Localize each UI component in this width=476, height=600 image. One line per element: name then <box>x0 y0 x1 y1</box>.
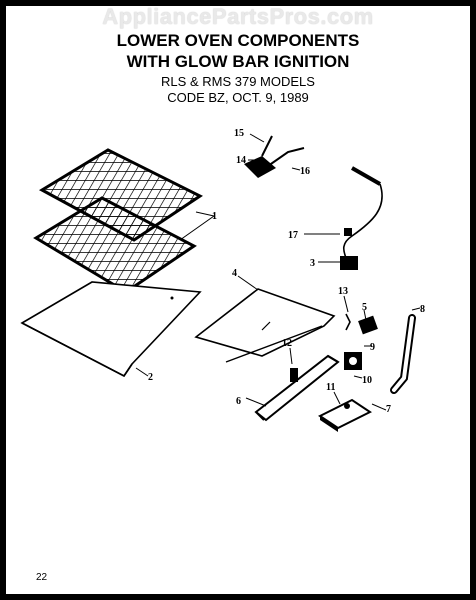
burner-baffle <box>194 288 336 363</box>
callout-3: 3 <box>310 258 315 269</box>
gas-pipe <box>390 314 416 394</box>
oven-bottom-panel <box>20 281 202 378</box>
callout-1: 1 <box>212 211 217 222</box>
callout-16: 16 <box>300 166 310 177</box>
callout-9: 9 <box>370 342 375 353</box>
oven-rack-lower <box>33 196 197 294</box>
igniter-connector <box>244 135 305 178</box>
callout-4: 4 <box>232 268 237 279</box>
title-line-4: CODE BZ, OCT. 9, 1989 <box>167 90 309 105</box>
callout-5: 5 <box>362 302 367 313</box>
callout-17: 17 <box>288 230 298 241</box>
title-line-2: WITH GLOW BAR IGNITION <box>126 52 350 71</box>
watermark: AppliancePartsPros.com <box>102 4 374 29</box>
callout-11: 11 <box>326 382 335 393</box>
page-number: 22 <box>36 572 48 583</box>
leader-lines <box>135 133 421 411</box>
callout-6: 6 <box>236 396 241 407</box>
callout-7: 7 <box>386 404 391 415</box>
callout-2: 2 <box>148 372 153 383</box>
callout-10: 10 <box>362 375 372 386</box>
title-line-3: RLS & RMS 379 MODELS <box>161 74 315 89</box>
title-line-1: LOWER OVEN COMPONENTS <box>116 31 360 50</box>
thermostat-bracket <box>318 398 372 432</box>
orifice-part <box>290 368 298 382</box>
burner-tube <box>254 354 340 422</box>
callout-15: 15 <box>234 128 244 139</box>
callout-13: 13 <box>338 286 348 297</box>
glow-bar-igniter <box>340 166 383 270</box>
valve-assembly <box>344 313 378 370</box>
callout-12: 12 <box>282 338 292 349</box>
callout-14: 14 <box>236 155 246 166</box>
callout-8: 8 <box>420 304 425 315</box>
